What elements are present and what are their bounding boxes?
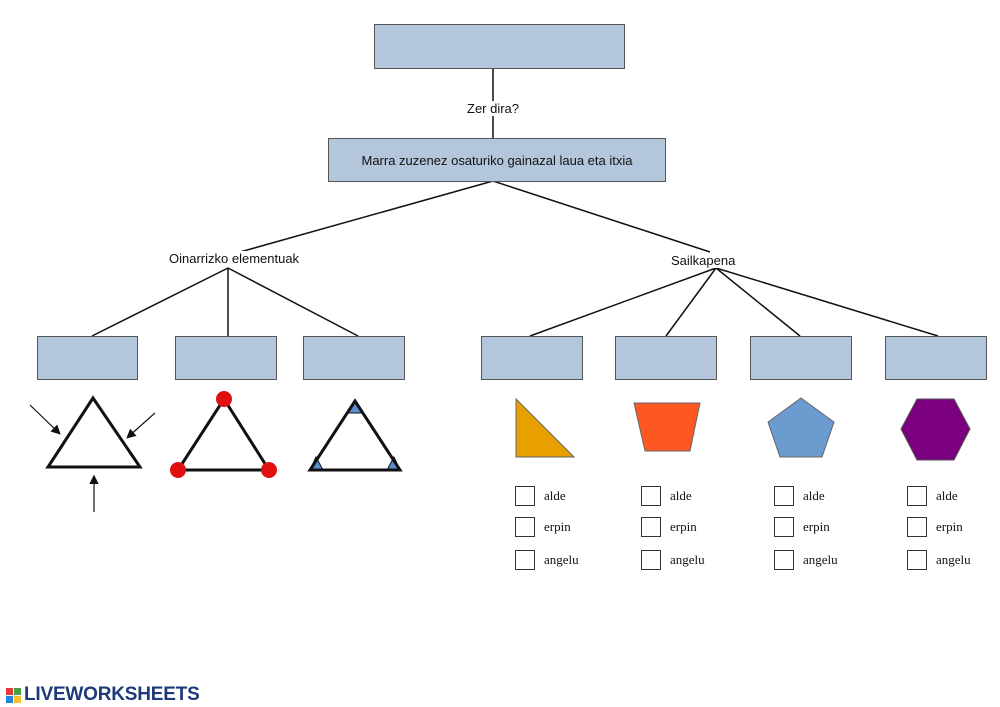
triangle-outline — [175, 396, 272, 472]
shape4-checkbox-erpin[interactable]: erpin — [907, 517, 963, 537]
element-answer-box-vertices[interactable] — [175, 336, 277, 380]
checkbox[interactable] — [641, 550, 661, 570]
classification-answer-box-2[interactable] — [615, 336, 717, 380]
connector-class-box2 — [665, 267, 717, 337]
connector-class-box1 — [529, 267, 717, 337]
shape1-checkbox-alde[interactable]: alde — [515, 486, 566, 506]
checkbox[interactable] — [774, 550, 794, 570]
checkbox[interactable] — [515, 550, 535, 570]
shape3-checkbox-angelu[interactable]: angelu — [774, 550, 838, 570]
trapezoid-shape — [633, 402, 701, 452]
definition-box: Marra zuzenez osaturiko gainazal laua et… — [328, 138, 666, 182]
checkbox[interactable] — [641, 517, 661, 537]
classification-branch-label: Sailkapena — [671, 253, 736, 268]
shape1-checkbox-angelu[interactable]: angelu — [515, 550, 579, 570]
hexagon-shape — [900, 398, 971, 461]
checkbox[interactable] — [515, 517, 535, 537]
triangle-angles-illustration — [307, 398, 403, 472]
right-triangle-fill — [515, 397, 576, 458]
shape4-checkbox-alde[interactable]: alde — [907, 486, 958, 506]
shape1-checkbox-erpin[interactable]: erpin — [515, 517, 571, 537]
connector-elements-box1 — [91, 267, 229, 337]
classification-answer-input-2[interactable] — [616, 337, 716, 379]
right-triangle-shape — [515, 397, 576, 458]
shape2-checkbox-angelu[interactable]: angelu — [641, 550, 705, 570]
element-answer-box-angles[interactable] — [303, 336, 405, 380]
classification-answer-input-1[interactable] — [482, 337, 582, 379]
vertex-dot-left — [170, 462, 186, 478]
shape4-checkbox-angelu[interactable]: angelu — [907, 550, 971, 570]
element-answer-input-1[interactable] — [38, 337, 137, 379]
checkbox[interactable] — [774, 517, 794, 537]
element-answer-input-3[interactable] — [304, 337, 404, 379]
top-answer-box[interactable] — [374, 24, 625, 69]
pentagon-fill — [767, 397, 835, 458]
shape2-checkbox-alde[interactable]: alde — [641, 486, 692, 506]
connector-definition-to-classification — [492, 180, 711, 253]
hexagon-fill — [900, 398, 971, 461]
triangle-sides-illustration — [29, 395, 155, 512]
triangle-outline — [45, 395, 143, 469]
pentagon-shape — [767, 397, 835, 458]
connector-class-box3 — [715, 267, 801, 337]
element-answer-input-2[interactable] — [176, 337, 276, 379]
checkbox[interactable] — [907, 486, 927, 506]
elements-branch-label: Oinarrizko elementuak — [169, 251, 300, 266]
classification-answer-box-3[interactable] — [750, 336, 852, 380]
element-answer-box-sides[interactable] — [37, 336, 138, 380]
checkbox[interactable] — [515, 486, 535, 506]
checkbox[interactable] — [907, 550, 927, 570]
classification-answer-input-4[interactable] — [886, 337, 986, 379]
shape3-checkbox-erpin[interactable]: erpin — [774, 517, 830, 537]
triangle-outline — [307, 398, 403, 472]
checkbox[interactable] — [907, 517, 927, 537]
logo-text: LIVEWORKSHEETS — [24, 684, 200, 705]
arrow-right-side — [126, 412, 155, 439]
checkbox[interactable] — [641, 486, 661, 506]
arrow-left-side — [29, 404, 61, 435]
trapezoid-fill — [633, 402, 701, 452]
liveworksheets-logo: LIVEWORKSHEETS — [6, 684, 200, 706]
classification-answer-box-4[interactable] — [885, 336, 987, 380]
connector-elements-box3 — [227, 267, 359, 337]
triangle-vertices-illustration — [170, 391, 277, 478]
connector-definition-to-elements — [239, 180, 494, 253]
top-answer-input[interactable] — [375, 25, 624, 68]
classification-answer-box-1[interactable] — [481, 336, 583, 380]
vertex-dot-right — [261, 462, 277, 478]
logo-icon — [6, 687, 21, 703]
checkbox[interactable] — [774, 486, 794, 506]
question-label: Zer dira? — [467, 101, 520, 116]
vertex-dot-top — [216, 391, 232, 407]
shape2-checkbox-erpin[interactable]: erpin — [641, 517, 697, 537]
shape3-checkbox-alde[interactable]: alde — [774, 486, 825, 506]
classification-answer-input-3[interactable] — [751, 337, 851, 379]
connector-class-box4 — [715, 267, 939, 337]
